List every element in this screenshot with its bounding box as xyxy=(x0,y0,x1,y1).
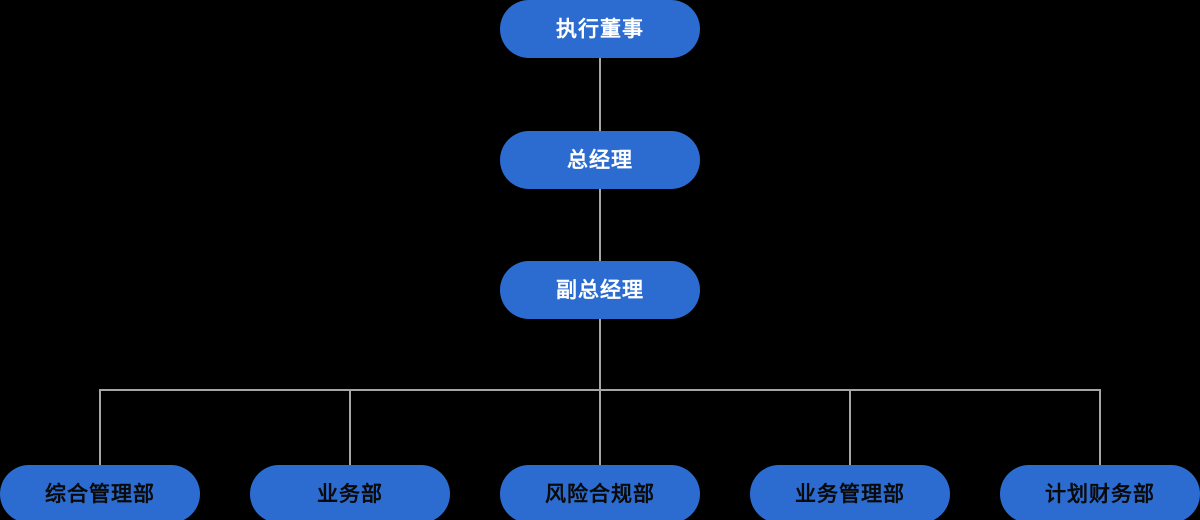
connector-drop-dept-1 xyxy=(99,389,101,465)
connector-drop-dept-5 xyxy=(1099,389,1101,465)
node-label: 业务管理部 xyxy=(795,481,905,506)
node-general-manager[interactable]: 总经理 xyxy=(500,131,700,189)
node-executive-director[interactable]: 执行董事 xyxy=(500,0,700,58)
node-dept-general-administration[interactable]: 综合管理部 xyxy=(0,465,200,520)
connector-drop-dept-4 xyxy=(849,389,851,465)
node-dept-business-management[interactable]: 业务管理部 xyxy=(750,465,950,520)
node-dept-risk-compliance[interactable]: 风险合规部 xyxy=(500,465,700,520)
connector-executive-to-gm xyxy=(599,58,601,131)
node-label: 总经理 xyxy=(567,147,633,172)
node-label: 副总经理 xyxy=(556,277,644,302)
node-dept-planning-finance[interactable]: 计划财务部 xyxy=(1000,465,1200,520)
node-label: 计划财务部 xyxy=(1045,481,1155,506)
connector-gm-to-deputy xyxy=(599,189,601,261)
node-label: 风险合规部 xyxy=(545,481,655,506)
node-dept-business[interactable]: 业务部 xyxy=(250,465,450,520)
node-label: 综合管理部 xyxy=(45,481,155,506)
connector-drop-dept-3 xyxy=(599,389,601,465)
node-label: 业务部 xyxy=(317,481,383,506)
connector-drop-dept-2 xyxy=(349,389,351,465)
node-deputy-general-manager[interactable]: 副总经理 xyxy=(500,261,700,319)
connector-deputy-to-bus xyxy=(599,319,601,389)
node-label: 执行董事 xyxy=(556,16,644,41)
